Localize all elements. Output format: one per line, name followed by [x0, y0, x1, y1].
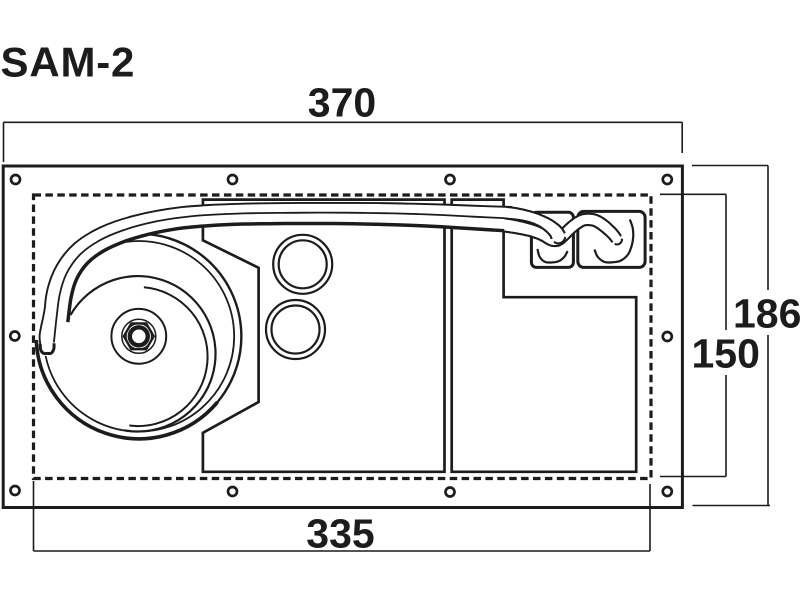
svg-text:335: 335 — [306, 511, 374, 557]
svg-text:186: 186 — [733, 291, 800, 337]
svg-text:150: 150 — [692, 331, 760, 377]
svg-text:370: 370 — [308, 80, 376, 126]
svg-text:SAM-2: SAM-2 — [1, 38, 136, 85]
